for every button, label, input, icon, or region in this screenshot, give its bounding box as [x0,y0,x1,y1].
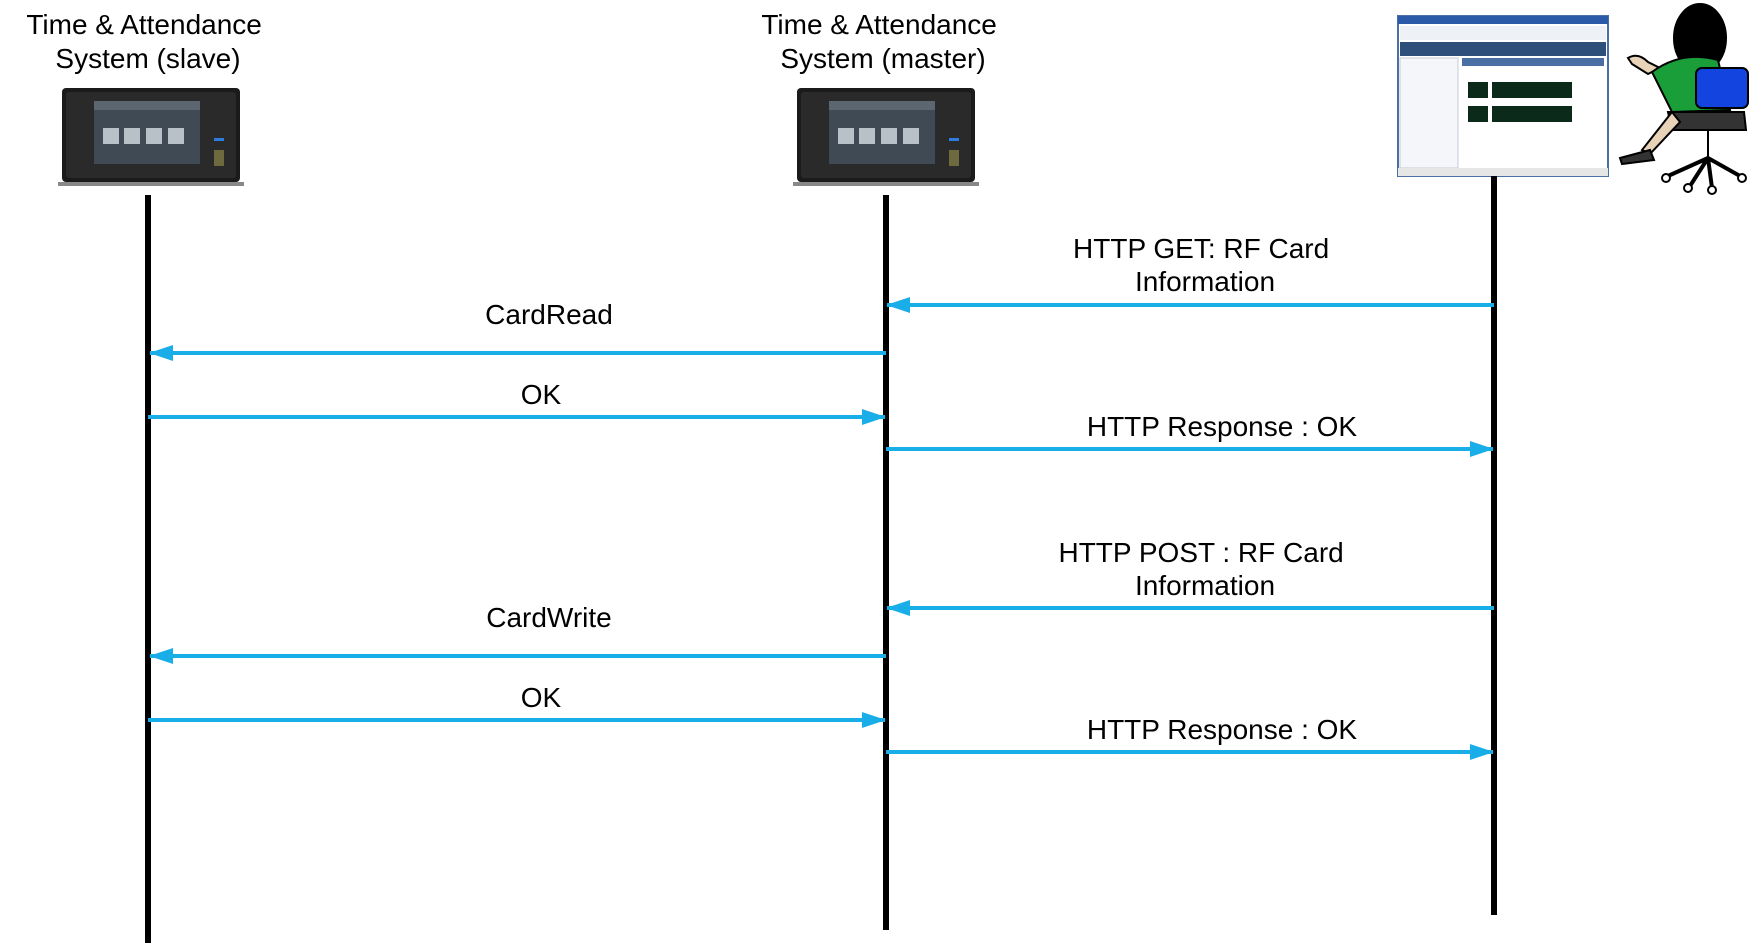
message-label: HTTP POST : RF Card Information [1058,537,1351,601]
message-label: HTTP GET: RF Card Information [1073,233,1337,297]
master-terminal-image [793,88,979,186]
message-label: OK [521,379,562,410]
slave-terminal-image [58,88,244,186]
message-http-post: HTTP POST : RF Card Information [886,537,1494,616]
message-ok-2: OK [148,682,886,728]
message-cardread: CardRead [149,299,886,361]
message-label: OK [521,682,562,713]
message-label: CardRead [485,299,613,330]
message-http-get: HTTP GET: RF Card Information [886,233,1494,313]
message-cardwrite: CardWrite [149,602,886,664]
message-label: HTTP Response : OK [1087,411,1358,442]
browser-window-image [1397,15,1609,177]
message-http-response-1: HTTP Response : OK [886,411,1494,457]
message-label: HTTP Response : OK [1087,714,1358,745]
user-figure-icon [1618,3,1749,195]
message-ok-1: OK [148,379,886,425]
slave-title: Time & Attendance System (slave) [26,9,269,74]
message-label: CardWrite [486,602,612,633]
master-title: Time & Attendance System (master) [761,9,1004,74]
message-http-response-2: HTTP Response : OK [886,714,1494,760]
